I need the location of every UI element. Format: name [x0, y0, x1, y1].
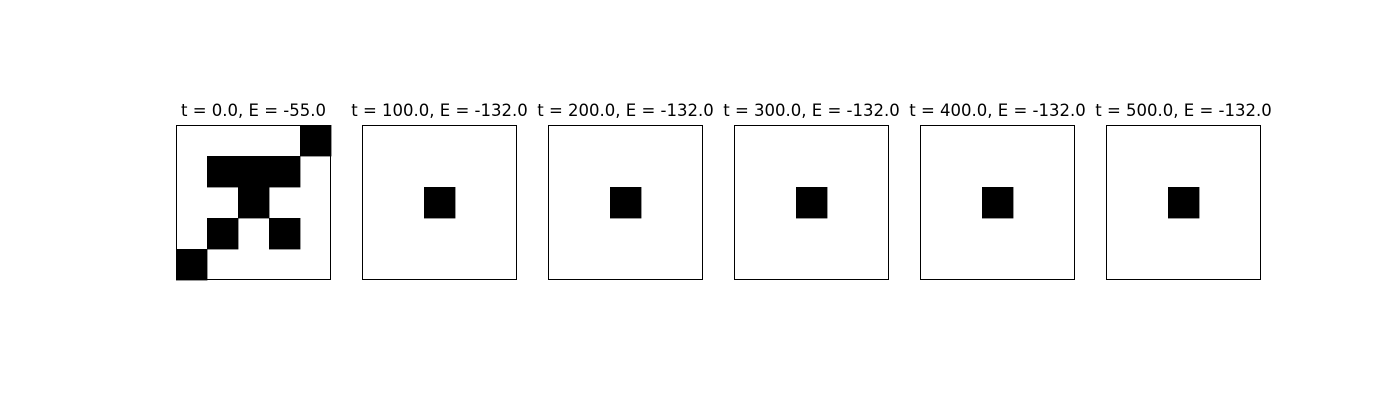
grid-cell-r2-c2 — [610, 187, 642, 219]
panel-6: t = 500.0, E = -132.0 — [1095, 101, 1272, 280]
panel-frame — [362, 125, 517, 280]
panel-frame — [920, 125, 1075, 280]
panel-frame — [734, 125, 889, 280]
panel-title: t = 500.0, E = -132.0 — [1095, 101, 1271, 120]
grid-cell-r0-c4 — [300, 125, 332, 157]
grid-cell-r2-c2 — [424, 187, 456, 219]
panel-4: t = 300.0, E = -132.0 — [723, 101, 900, 280]
panel-title: t = 400.0, E = -132.0 — [909, 101, 1085, 120]
panel-title: t = 300.0, E = -132.0 — [723, 101, 899, 120]
grid-cell-r2-c2 — [982, 187, 1014, 219]
grid-cell-r2-c2 — [1168, 187, 1200, 219]
grid-cell-r1-c3 — [269, 156, 301, 188]
panel-1: t = 0.0, E = -55.0 — [176, 101, 332, 281]
grid-cell-r3-c3 — [269, 218, 301, 250]
grid-cell-r4-c0 — [176, 249, 208, 281]
panel-title: t = 100.0, E = -132.0 — [351, 101, 527, 120]
panel-title: t = 0.0, E = -55.0 — [181, 101, 326, 120]
panel-2: t = 100.0, E = -132.0 — [351, 101, 528, 280]
grid-cell-r2-c2 — [796, 187, 828, 219]
grid-cell-r1-c2 — [238, 156, 270, 188]
grid-cell-r1-c1 — [207, 156, 239, 188]
panel-5: t = 400.0, E = -132.0 — [909, 101, 1086, 280]
panel-frame — [548, 125, 703, 280]
panel-row: t = 0.0, E = -55.0 t = 100.0, E = -132.0 t… — [176, 101, 1272, 281]
panel-title: t = 200.0, E = -132.0 — [537, 101, 713, 120]
grid-cell-r2-c2 — [238, 187, 270, 219]
panel-frame — [176, 125, 331, 280]
panel-3: t = 200.0, E = -132.0 — [537, 101, 714, 280]
grid-cell-r3-c1 — [207, 218, 239, 250]
panel-frame — [1106, 125, 1261, 280]
